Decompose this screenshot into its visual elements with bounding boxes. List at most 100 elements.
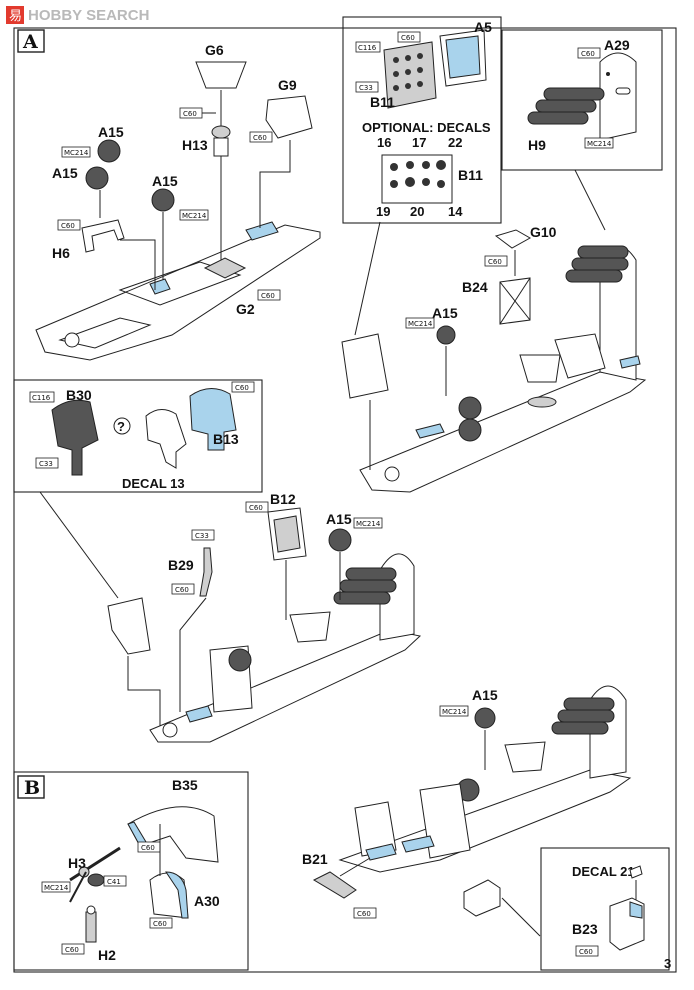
panel-b30-box bbox=[13, 379, 263, 493]
part-side-panel bbox=[341, 333, 389, 399]
label-b12: B12 bbox=[270, 491, 296, 507]
part-g10 bbox=[494, 229, 532, 249]
b23-box bbox=[540, 847, 670, 971]
part-a15-3 bbox=[151, 188, 175, 212]
code-c60-b29: C60 bbox=[175, 586, 189, 594]
label-decal-20: 20 bbox=[410, 204, 424, 219]
label-h13: H13 bbox=[182, 137, 208, 153]
label-decal-17: 17 bbox=[412, 135, 426, 150]
code-mc214-d: MC214 bbox=[356, 520, 381, 528]
page-border bbox=[13, 27, 677, 973]
label-a30: A30 bbox=[194, 893, 220, 909]
code-mc214-a: MC214 bbox=[64, 149, 89, 157]
label-decal-21: DECAL 21 bbox=[572, 864, 635, 879]
code-a5: C60 bbox=[401, 34, 415, 42]
code-c41-h3: C41 bbox=[107, 878, 121, 886]
code-mc214-h9: MC214 bbox=[587, 140, 612, 148]
part-a15-4 bbox=[436, 325, 456, 345]
part-b11-panel bbox=[383, 41, 437, 109]
label-a15-3: A15 bbox=[152, 173, 178, 189]
label-g2: G2 bbox=[236, 301, 255, 317]
step-a-marker: A bbox=[17, 29, 45, 53]
code-g2: C60 bbox=[261, 292, 275, 300]
label-b30: B30 bbox=[66, 387, 92, 403]
page-number: 3 bbox=[664, 956, 671, 971]
part-h9 bbox=[527, 87, 605, 125]
code-b35: C60 bbox=[141, 844, 155, 852]
part-b21 bbox=[312, 871, 357, 899]
label-question: ? bbox=[117, 419, 125, 434]
code-h6: C60 bbox=[61, 222, 75, 230]
code-a29: C60 bbox=[581, 50, 595, 58]
code-mc214-c: MC214 bbox=[408, 320, 433, 328]
watermark: 易 HOBBY SEARCH bbox=[6, 6, 149, 24]
code-c33-b30: C33 bbox=[39, 460, 53, 468]
h13-base bbox=[203, 257, 247, 279]
label-a15-5: A15 bbox=[326, 511, 352, 527]
assembly-middle bbox=[149, 553, 422, 743]
label-optional-decals: OPTIONAL: DECALS bbox=[362, 120, 491, 135]
watermark-logo-text: 易 bbox=[9, 8, 22, 23]
step-a-label: A bbox=[22, 31, 38, 53]
part-b23-placed bbox=[463, 879, 501, 917]
label-b29: B29 bbox=[168, 557, 194, 573]
code-mc214-e: MC214 bbox=[442, 708, 467, 716]
label-a15-1: A15 bbox=[98, 124, 124, 140]
label-decal-16: 16 bbox=[377, 135, 391, 150]
label-decal-22: 22 bbox=[448, 135, 462, 150]
watermark-logo bbox=[6, 6, 24, 24]
decal-panel-optional bbox=[381, 154, 453, 204]
code-g9: C60 bbox=[253, 134, 267, 142]
label-a15-2: A15 bbox=[52, 165, 78, 181]
label-a29: A29 bbox=[604, 37, 630, 53]
code-mc214-b: MC214 bbox=[182, 212, 207, 220]
part-b29 bbox=[199, 547, 213, 597]
part-h2 bbox=[85, 905, 97, 943]
label-decal-13: DECAL 13 bbox=[122, 476, 185, 491]
label-h9: H9 bbox=[528, 137, 546, 153]
part-h3 bbox=[69, 846, 121, 903]
part-a15-6 bbox=[474, 707, 496, 729]
code-c116-b30: C116 bbox=[32, 394, 51, 402]
part-a15-5 bbox=[328, 528, 352, 552]
code-mc214-h3: MC214 bbox=[44, 884, 69, 892]
code-g6: C60 bbox=[183, 110, 197, 118]
decal-13-shape bbox=[145, 409, 187, 469]
label-b23: B23 bbox=[572, 921, 598, 937]
label-g6: G6 bbox=[205, 42, 224, 58]
code-c116-b11: C116 bbox=[358, 44, 377, 52]
part-b13 bbox=[189, 388, 237, 451]
step-b-label: B bbox=[24, 777, 40, 799]
label-a15-6: A15 bbox=[472, 687, 498, 703]
code-b23: C60 bbox=[579, 948, 593, 956]
part-b35 bbox=[127, 806, 219, 863]
part-h6 bbox=[81, 219, 125, 253]
code-b13: C60 bbox=[235, 384, 249, 392]
code-h2: C60 bbox=[65, 946, 79, 954]
part-g9 bbox=[265, 95, 313, 139]
label-b24: B24 bbox=[462, 279, 488, 295]
part-g6 bbox=[195, 61, 247, 89]
step-b-marker: B bbox=[17, 775, 45, 799]
part-a29 bbox=[599, 52, 637, 141]
label-h6: H6 bbox=[52, 245, 70, 261]
code-b21: C60 bbox=[357, 910, 371, 918]
watermark-text: HOBBY SEARCH bbox=[28, 7, 149, 24]
label-g9: G9 bbox=[278, 77, 297, 93]
step-b-box bbox=[13, 771, 249, 971]
label-h3: H3 bbox=[68, 855, 86, 871]
label-b21: B21 bbox=[302, 851, 328, 867]
label-decal-14: 14 bbox=[448, 204, 463, 219]
part-a15-1 bbox=[97, 139, 121, 163]
code-a30: C60 bbox=[153, 920, 167, 928]
assembly-bottom bbox=[338, 685, 632, 873]
label-g10: G10 bbox=[530, 224, 557, 240]
label-b11: B11 bbox=[370, 94, 395, 110]
label-h2: H2 bbox=[98, 947, 116, 963]
part-a15-2 bbox=[85, 166, 109, 190]
panel-b13-installed bbox=[107, 597, 151, 655]
label-b35: B35 bbox=[172, 777, 198, 793]
label-b13: B13 bbox=[213, 431, 239, 447]
assembly-right-upper bbox=[359, 245, 647, 493]
